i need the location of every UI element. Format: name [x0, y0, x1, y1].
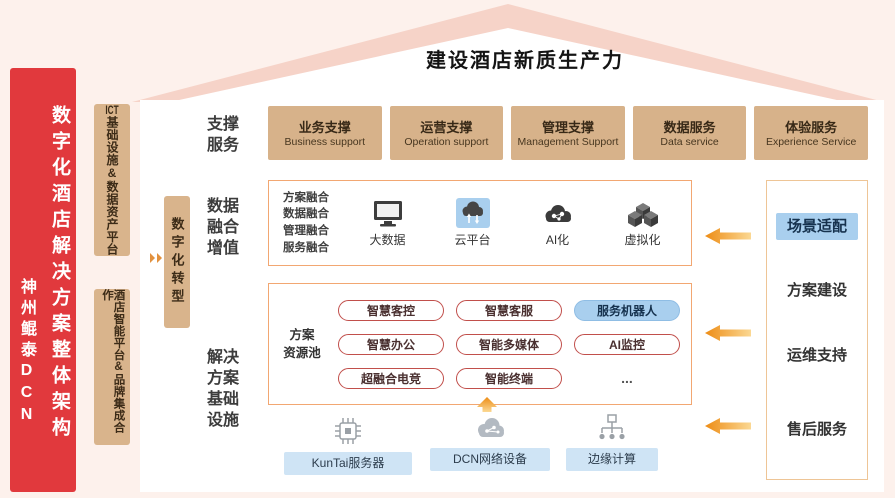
solution-pill-ellipsis: ...: [621, 370, 633, 386]
support-box-data: 数据服务 Data service: [632, 106, 747, 160]
support-box-en: Experience Service: [765, 136, 857, 149]
ai-icon: [540, 191, 576, 228]
fusion-item-ai: AI化: [525, 191, 591, 248]
digital-transform-box: 数字化转型: [164, 196, 190, 328]
solution-pill: AI监控: [574, 333, 680, 355]
left-arrow-icon: [705, 325, 751, 341]
pool-label: 方案 资源池: [283, 327, 321, 360]
support-box-en: Management Support: [517, 136, 619, 149]
ict-platform-box: ICT基础设施&数据资产平台: [94, 104, 130, 256]
fusion-list-item: 方案融合: [283, 191, 329, 204]
fusion-item-label: 云平台: [454, 232, 491, 247]
chevron-right-icon: [150, 253, 162, 263]
right-panel-item-after-sales: 售后服务: [786, 421, 847, 438]
right-panel-item-solution-build: 方案建设: [786, 282, 847, 299]
cloud-platform-icon: [455, 191, 490, 228]
solution-pill-highlight: 服务机器人: [574, 299, 680, 321]
fusion-item-label: AI化: [545, 232, 570, 247]
infra-panel: 方案 资源池 智慧客控 智慧客服 服务机器人 智慧办公 智能多媒体 AI监控 超…: [268, 283, 692, 405]
left-arrow-icon: [705, 418, 751, 434]
fusion-list-item: 服务融合: [283, 241, 329, 254]
hardware-label: KunTai服务器: [284, 452, 412, 475]
fusion-items: 大数据: [345, 191, 691, 256]
ict-label-rest: 基础设施&数据资产平台: [105, 116, 119, 256]
section-label-infra: 解决方案基础设施: [207, 349, 240, 429]
roof-title: 建设酒店新质生产力: [426, 50, 624, 72]
network-cloud-icon: [478, 418, 504, 437]
fusion-panel: 方案融合 数据融合 管理融合 服务融合 大数据: [268, 180, 692, 266]
support-box-zh: 管理支撑: [541, 120, 594, 136]
hotel-platform-box: 酒店智能平台&品牌集成合作: [94, 289, 130, 445]
support-box-en: Business support: [284, 136, 366, 149]
support-box-zh: 运营支撑: [420, 120, 473, 136]
support-box-operation: 运营支撑 Operation support: [389, 106, 504, 160]
support-box-en: Operation support: [404, 136, 489, 149]
virtualization-icon: [626, 191, 660, 228]
support-box-zh: 业务支撑: [298, 120, 351, 136]
solution-pill: 智能终端: [456, 367, 562, 389]
solution-pill: 智慧客服: [456, 299, 562, 321]
banner-title: 数字化酒店解决方案整体架构: [49, 105, 70, 443]
blue-highlight: [455, 197, 490, 228]
right-panel-item-scene-adapt: 场景适配: [776, 213, 858, 240]
solution-pill: 智能多媒体: [456, 333, 562, 355]
hardware-item-server: KunTai服务器: [284, 414, 412, 475]
ict-label-prefix: ICT: [105, 104, 119, 117]
right-panel-item-ops-support: 运维支持: [786, 347, 847, 364]
hardware-item-network: DCN网络设备: [430, 414, 550, 471]
hotel-platform-label: 酒店智能平台&品牌集成合作: [101, 289, 125, 434]
solution-pill: 智慧客控: [338, 299, 444, 321]
hardware-item-edge: 边缘计算: [566, 414, 658, 471]
fusion-item-virtualization: 虚拟化: [610, 191, 676, 248]
digital-transform-label: 数字化转型: [169, 217, 185, 307]
support-box-experience: 体验服务 Experience Service: [754, 106, 868, 160]
fusion-list: 方案融合 数据融合 管理融合 服务融合: [283, 190, 345, 257]
fusion-list-item: 管理融合: [283, 225, 329, 237]
support-box-en: Data service: [660, 136, 719, 149]
roof: [132, 4, 884, 102]
fusion-item-label: 大数据: [369, 232, 406, 247]
left-arrow-icon: [705, 228, 751, 244]
right-panel: 场景适配 方案建设 运维支持 售后服务: [766, 180, 868, 480]
fusion-item-bigdata: 大数据: [355, 191, 421, 248]
support-box-management: 管理支撑 Management Support: [511, 106, 625, 160]
solution-pills-grid: 智慧客控 智慧客服 服务机器人 智慧办公 智能多媒体 AI监控 超融合电竞 智能…: [335, 299, 683, 389]
big-data-icon: [371, 191, 405, 228]
section-label-support: 支撑服务: [207, 116, 240, 154]
main-banner: 数字化酒店解决方案整体架构 神州鲲泰DCN: [10, 68, 76, 492]
section-label-fusion: 数据融合增值: [207, 198, 240, 257]
fusion-item-cloud: 云平台: [440, 191, 506, 248]
solution-pill: 超融合电竞: [338, 367, 444, 389]
banner-subtitle: 神州鲲泰DCN: [18, 278, 35, 428]
support-box-business: 业务支撑 Business support: [268, 106, 382, 160]
up-arrow-icon: [477, 397, 497, 412]
fusion-item-label: 虚拟化: [624, 232, 661, 247]
hardware-label: DCN网络设备: [430, 448, 550, 471]
support-box-zh: 数据服务: [663, 120, 716, 136]
fusion-list-item: 数据融合: [283, 208, 329, 221]
server-chip-icon: [335, 418, 361, 444]
solution-pill: 智慧办公: [338, 333, 444, 355]
support-services-row: 业务支撑 Business support 运营支撑 Operation sup…: [268, 106, 868, 160]
support-box-zh: 体验服务: [785, 120, 838, 136]
edge-computing-icon: [599, 414, 625, 440]
hardware-label: 边缘计算: [566, 448, 658, 471]
